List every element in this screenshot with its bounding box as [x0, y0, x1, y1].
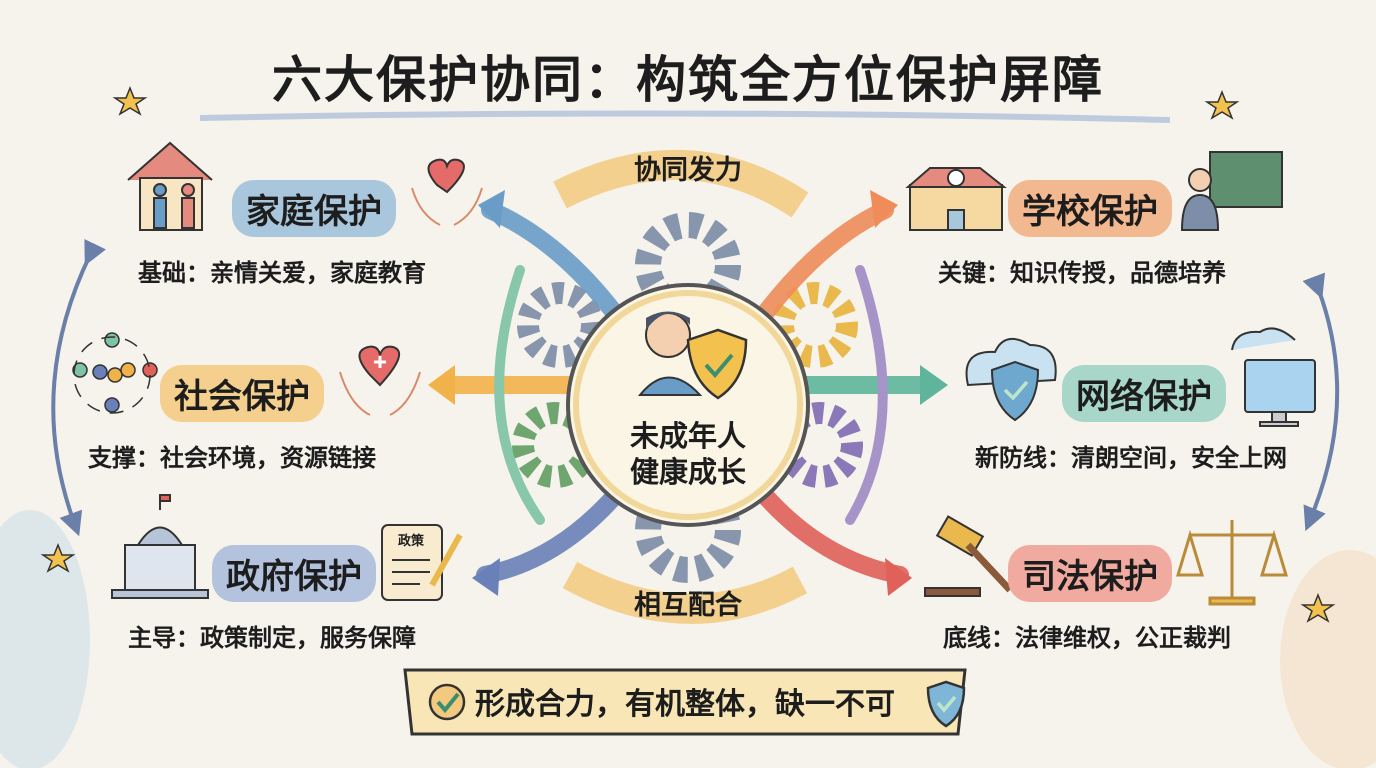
- left-cycle-arrow: [51, 238, 107, 537]
- bottom-banner: 形成合力，有机整体，缺一不可: [405, 668, 965, 734]
- star-icon: [40, 85, 1336, 623]
- label-school: 学校保护: [1008, 180, 1172, 237]
- label-family: 家庭保护: [232, 180, 396, 237]
- policy-document-text: 政策: [398, 534, 425, 549]
- center-circle: [566, 283, 810, 527]
- center-line-2: 健康成长: [629, 455, 746, 489]
- desc-network: 新防线：清朗空间，安全上网: [975, 444, 1287, 472]
- school-building-icon: [905, 167, 1007, 231]
- arc-label-top: 协同发力: [634, 155, 742, 186]
- computer-monitor-icon: [1231, 327, 1316, 427]
- banner-text: 形成合力，有机整体，缺一不可: [475, 687, 895, 722]
- desc-family: 基础：亲情关爱，家庭教育: [138, 259, 426, 287]
- cloud-shield-icon: [965, 337, 1057, 422]
- government-building-icon: [111, 494, 209, 599]
- label-judicial: 司法保护: [1008, 545, 1172, 602]
- heart-plus-hands-icon: [339, 345, 421, 416]
- arc-label-bottom: 相互配合: [634, 590, 742, 621]
- check-circle-icon: [428, 683, 466, 721]
- right-cycle-arrow: [1302, 272, 1340, 532]
- desc-school: 关键：知识传授，品德培养: [938, 259, 1226, 287]
- desc-judicial: 底线：法律维权，公正裁判: [943, 624, 1231, 652]
- gavel-icon: [924, 515, 1013, 597]
- title-underline: [199, 110, 1171, 123]
- watercolor-corner: [1280, 550, 1376, 768]
- desc-society: 支撑：社会环境，资源链接: [88, 444, 376, 472]
- top-arc-arrow: [553, 149, 809, 218]
- arrowheads: [428, 190, 948, 596]
- bottom-arc-arrow: [562, 561, 808, 624]
- label-society: 社会保护: [160, 365, 324, 422]
- banner-scroll: [403, 668, 967, 736]
- label-government: 政府保护: [212, 545, 376, 602]
- heart-hands-icon: [411, 158, 483, 226]
- center-title: 未成年人 健康成长: [568, 418, 808, 490]
- community-people-icon: [72, 332, 158, 414]
- page-title: 六大保护协同：构筑全方位保护屏障: [272, 51, 1104, 109]
- child-with-shield-icon: [637, 311, 748, 400]
- scales-of-justice-icon: [1175, 520, 1289, 606]
- house-family-icon: [127, 141, 213, 231]
- teacher-blackboard-icon: [1180, 151, 1283, 231]
- watercolor-corner: [0, 510, 90, 768]
- center-line-1: 未成年人: [629, 419, 746, 453]
- shield-check-icon: [926, 680, 966, 728]
- label-network: 网络保护: [1062, 365, 1226, 422]
- desc-government: 主导：政策制定，服务保障: [128, 624, 416, 652]
- policy-document-icon: [381, 524, 463, 601]
